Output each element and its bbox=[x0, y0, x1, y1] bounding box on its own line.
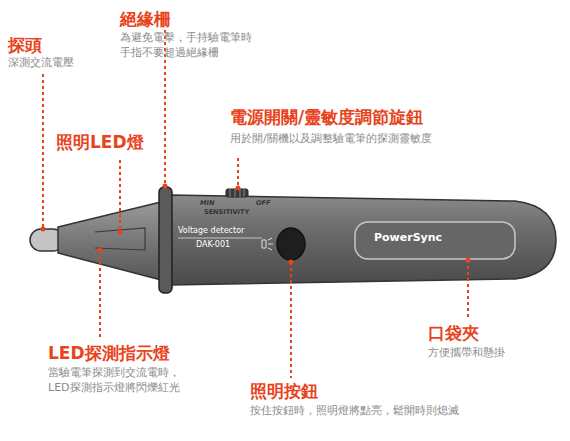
callout-title: 電源開關/靈敏度調節旋鈕 bbox=[230, 106, 423, 129]
callout-title: 口袋夾 bbox=[428, 322, 479, 345]
leader-dots bbox=[41, 184, 471, 265]
callout-note: 用於開/關機以及調整驗電筆的探測靈敏度 bbox=[230, 132, 432, 147]
probe-cone bbox=[58, 201, 165, 281]
callout-note: 為避免電擊，手持驗電筆時 手指不要超過絕緣柵 bbox=[120, 31, 262, 61]
pocket-clip bbox=[355, 222, 515, 259]
leader-lines bbox=[43, 30, 468, 378]
callout-title: 探頭 bbox=[8, 34, 42, 57]
knob-ridge bbox=[240, 189, 241, 197]
callout-note: 方便攜帶和懸掛 bbox=[428, 346, 505, 361]
callout-note: 按住按鈕時，照明燈將點亮，鬆開時則熄滅 bbox=[250, 404, 459, 419]
plate-line bbox=[178, 238, 262, 239]
scale-mark: MIN bbox=[200, 199, 214, 208]
led-symbol bbox=[262, 238, 273, 250]
callout-title: LED探測指示燈 bbox=[48, 342, 170, 365]
callout-title: 絕緣柵 bbox=[120, 8, 171, 31]
callout-title: 照明按鈕 bbox=[250, 380, 318, 403]
knob-ridge bbox=[244, 189, 245, 197]
knob-ridge bbox=[230, 189, 231, 197]
brand-name: PowerSync bbox=[374, 231, 442, 246]
callout-note: 深測交流電壓 bbox=[8, 56, 74, 71]
light-button bbox=[277, 228, 305, 260]
knob-ridge bbox=[235, 189, 236, 197]
insulation-ring bbox=[159, 187, 172, 293]
pen-body bbox=[170, 195, 556, 285]
scale-mark: OFF bbox=[256, 199, 270, 208]
model-number: DAK-001 bbox=[196, 240, 230, 251]
model-text: Voltage detector bbox=[178, 226, 244, 237]
led-window bbox=[95, 228, 145, 250]
callout-title: 照明LED燈 bbox=[56, 131, 144, 154]
scale-label: SENSITIVITY bbox=[204, 208, 249, 217]
callout-note: 當驗電筆探測到交流電時， LED探測指示燈將閃爍紅光 bbox=[48, 366, 190, 396]
